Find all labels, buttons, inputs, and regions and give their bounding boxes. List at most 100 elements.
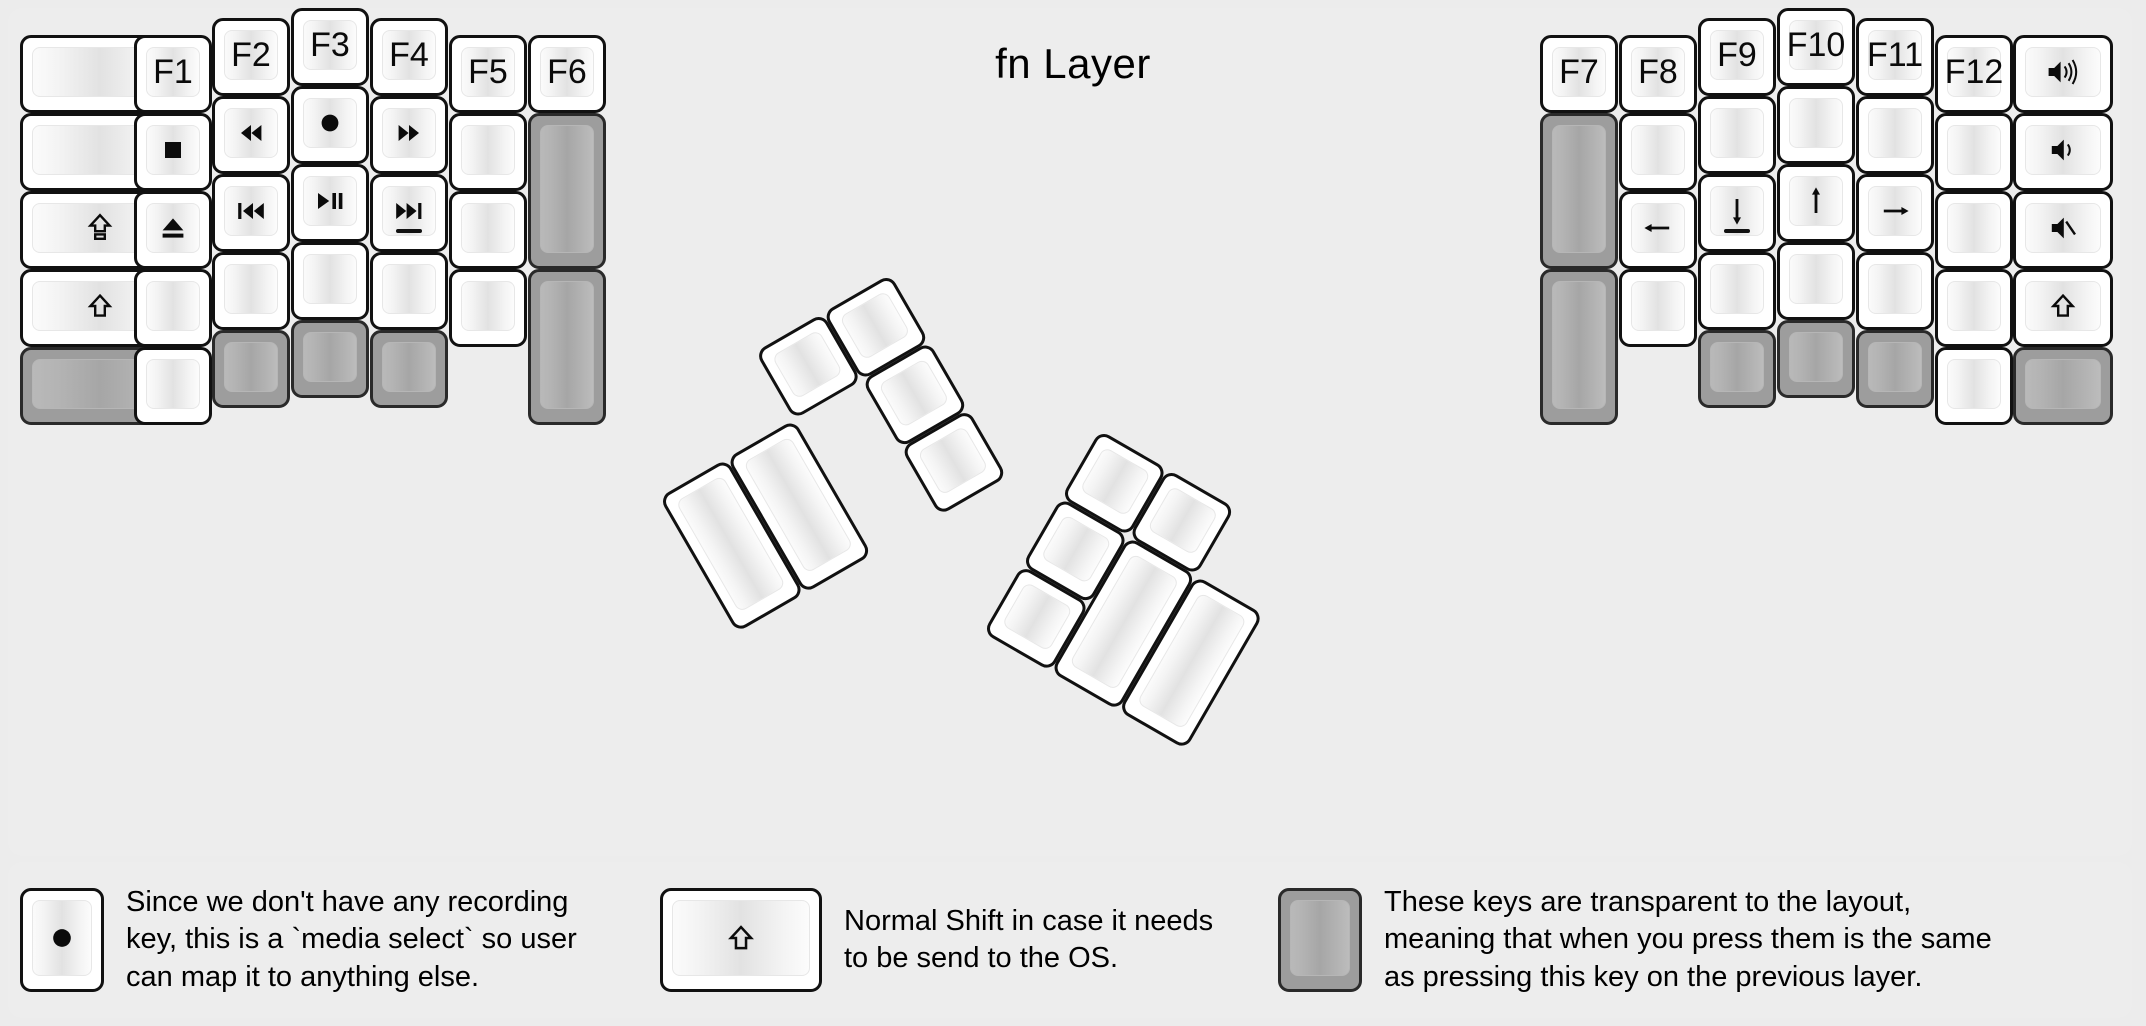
key-right-index-inner-3[interactable] <box>1619 191 1697 269</box>
keycap-face <box>1710 264 1764 314</box>
key-right-inner-1[interactable]: F7 <box>1540 35 1618 113</box>
key-left-ring-4[interactable] <box>212 252 290 330</box>
key-label: F5 <box>468 53 508 91</box>
key-left-pinky-3[interactable] <box>134 191 212 269</box>
key-left-inner-3[interactable] <box>528 269 606 425</box>
key-left-inner-2[interactable] <box>528 113 606 269</box>
keycap-face: F1 <box>146 47 200 97</box>
legend-text-2: Normal Shift in case it needs to be send… <box>844 904 1214 974</box>
key-left-index-inner-4[interactable] <box>449 269 527 347</box>
legend-key-1[interactable] <box>20 888 104 992</box>
key-right-pinky-2[interactable] <box>1935 113 2013 191</box>
keycap-face <box>303 254 357 304</box>
key-left-index-inner-1[interactable]: F5 <box>449 35 527 113</box>
key-left-middle-5[interactable] <box>291 320 369 398</box>
key-right-ring-1[interactable]: F11 <box>1856 18 1934 96</box>
legend-panel <box>8 862 2132 1018</box>
key-left-ring-1[interactable]: F2 <box>212 18 290 96</box>
keycap-face <box>1631 203 1685 253</box>
keycap-face <box>1947 281 2001 331</box>
key-right-middle-3[interactable] <box>1777 164 1855 242</box>
keycap-face <box>1947 125 2001 175</box>
keycap-face <box>224 342 278 392</box>
key-left-index-2[interactable] <box>370 96 448 174</box>
key-right-index-inner-2[interactable] <box>1619 113 1697 191</box>
arrow-down-icon <box>1717 191 1757 231</box>
key-right-pinky-4[interactable] <box>1935 269 2013 347</box>
key-left-index-inner-3[interactable] <box>449 191 527 269</box>
media-stop-icon <box>153 130 193 170</box>
keycap-face <box>1552 281 1606 409</box>
key-right-middle-5[interactable] <box>1777 320 1855 398</box>
key-left-pinky-1[interactable]: F1 <box>134 35 212 113</box>
shift-icon <box>80 286 120 326</box>
keycap-face <box>461 203 515 253</box>
key-right-index-inner-1[interactable]: F8 <box>1619 35 1697 113</box>
keycap-face <box>1290 900 1350 976</box>
key-right-pinky-1[interactable]: F12 <box>1935 35 2013 113</box>
key-right-inner-3[interactable] <box>1540 269 1618 425</box>
key-label: F3 <box>310 26 350 64</box>
keycap-face <box>1868 342 1922 392</box>
keycap-face <box>1947 203 2001 253</box>
key-right-ring-4[interactable] <box>1856 252 1934 330</box>
key-right-pinky-5[interactable] <box>1935 347 2013 425</box>
key-left-ring-3[interactable] <box>212 174 290 252</box>
keycap-face: F10 <box>1786 20 1846 70</box>
key-left-ring-2[interactable] <box>212 96 290 174</box>
key-left-middle-1[interactable]: F3 <box>291 8 369 86</box>
key-left-index-inner-2[interactable] <box>449 113 527 191</box>
key-right-index-5[interactable] <box>1698 330 1776 408</box>
key-right-ring-3[interactable] <box>1856 174 1934 252</box>
key-right-index-inner-4[interactable] <box>1619 269 1697 347</box>
keycap-face <box>1789 176 1843 226</box>
key-right-pinky-outer-2[interactable] <box>2013 113 2113 191</box>
keycap-face <box>1868 264 1922 314</box>
key-left-index-1[interactable]: F4 <box>370 18 448 96</box>
key-left-middle-3[interactable] <box>291 164 369 242</box>
key-left-pinky-4[interactable] <box>134 269 212 347</box>
key-right-middle-4[interactable] <box>1777 242 1855 320</box>
key-left-pinky-2[interactable] <box>134 113 212 191</box>
key-left-index-5[interactable] <box>370 330 448 408</box>
key-right-ring-2[interactable] <box>1856 96 1934 174</box>
key-left-index-4[interactable] <box>370 252 448 330</box>
legend-item-1: Since we don't have any recording key, t… <box>20 884 577 996</box>
keycap-face <box>1710 108 1764 158</box>
key-right-inner-2[interactable] <box>1540 113 1618 269</box>
key-right-index-2[interactable] <box>1698 96 1776 174</box>
key-left-middle-4[interactable] <box>291 242 369 320</box>
keycap-face <box>1079 446 1152 517</box>
key-left-index-3[interactable] <box>370 174 448 252</box>
key-right-index-3[interactable] <box>1698 174 1776 252</box>
key-right-pinky-outer-1[interactable] <box>2013 35 2113 113</box>
key-right-pinky-outer-5[interactable] <box>2013 347 2113 425</box>
arrow-right-icon <box>1875 191 1915 231</box>
keycap-face <box>839 290 911 361</box>
key-right-index-4[interactable] <box>1698 252 1776 330</box>
keycap-face: F4 <box>382 30 436 80</box>
media-fast-forward-icon <box>389 113 429 153</box>
key-right-index-1[interactable]: F9 <box>1698 18 1776 96</box>
key-right-pinky-outer-4[interactable] <box>2013 269 2113 347</box>
keycap-face: F3 <box>303 20 357 70</box>
arrow-left-icon <box>1638 208 1678 248</box>
keycap-face <box>224 108 278 158</box>
shift-icon <box>2043 286 2083 326</box>
keycap-face <box>1789 332 1843 382</box>
keycap-face <box>303 176 357 226</box>
legend-key-2[interactable] <box>660 888 822 992</box>
key-right-ring-5[interactable] <box>1856 330 1934 408</box>
key-label: F12 <box>1944 53 2004 91</box>
media-next-track-icon <box>389 191 429 231</box>
key-right-middle-1[interactable]: F10 <box>1777 8 1855 86</box>
key-left-inner-1[interactable]: F6 <box>528 35 606 113</box>
key-label: F10 <box>1786 26 1846 64</box>
key-left-pinky-5[interactable] <box>134 347 212 425</box>
key-right-pinky-3[interactable] <box>1935 191 2013 269</box>
key-left-middle-2[interactable] <box>291 86 369 164</box>
key-left-ring-5[interactable] <box>212 330 290 408</box>
key-right-middle-2[interactable] <box>1777 86 1855 164</box>
legend-key-3[interactable] <box>1278 888 1362 992</box>
key-right-pinky-outer-3[interactable] <box>2013 191 2113 269</box>
